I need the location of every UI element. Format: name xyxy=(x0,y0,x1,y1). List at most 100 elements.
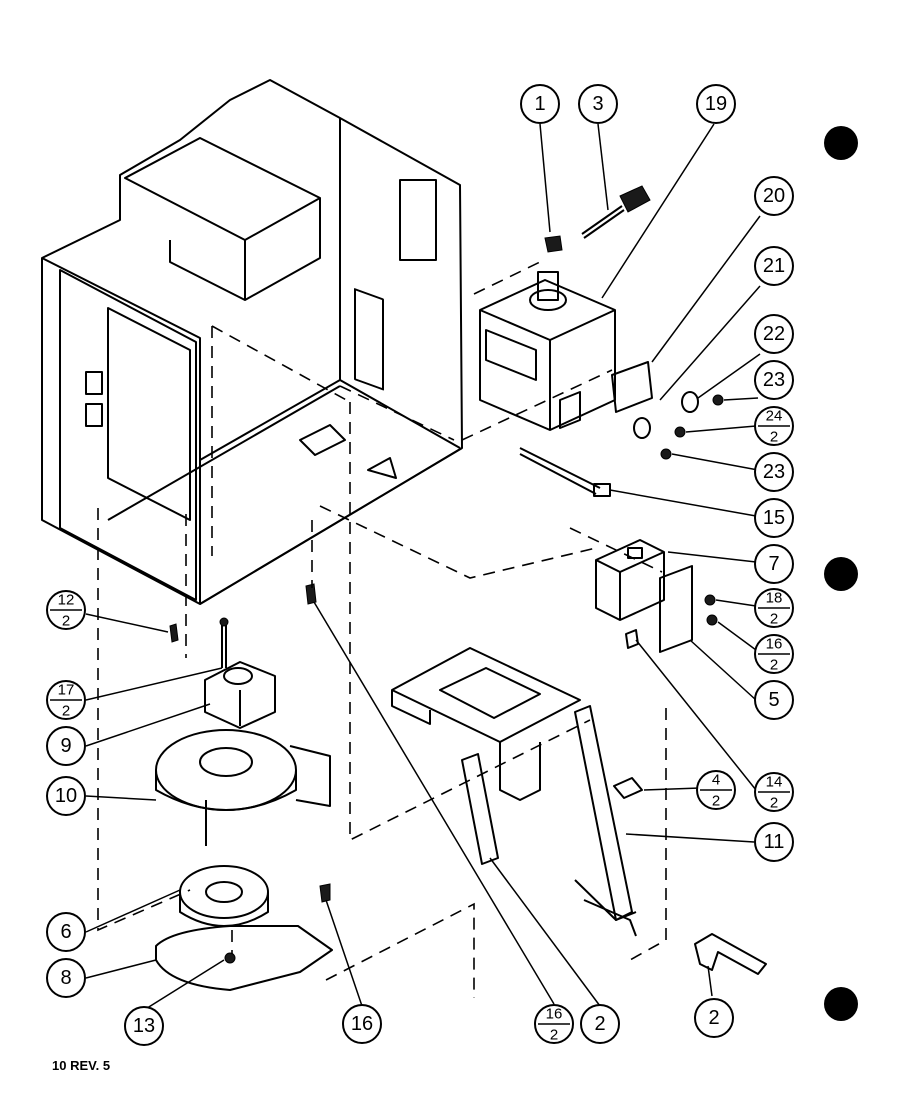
svg-text:16: 16 xyxy=(766,636,783,653)
callout-1: 1 xyxy=(520,84,560,124)
part-15-thermal-strip xyxy=(519,447,611,497)
callout-21: 21 xyxy=(754,246,794,286)
callout-22: 22 xyxy=(754,314,794,354)
svg-text:2: 2 xyxy=(550,1027,558,1044)
magnetron-assembly xyxy=(479,271,616,431)
callout-20: 20 xyxy=(754,176,794,216)
svg-text:23: 23 xyxy=(763,461,785,483)
svg-text:6: 6 xyxy=(60,921,71,943)
part-18-screw xyxy=(704,594,716,606)
callout-2-bracket: 2 xyxy=(694,998,734,1038)
svg-text:4: 4 xyxy=(712,772,720,789)
callout-7: 7 xyxy=(754,544,794,584)
part-11-air-duct xyxy=(391,647,637,937)
punch-hole-top xyxy=(824,126,858,160)
svg-text:18: 18 xyxy=(766,590,783,607)
part-22-ring xyxy=(681,391,699,413)
svg-text:17: 17 xyxy=(58,682,75,699)
svg-text:9: 9 xyxy=(60,735,71,757)
svg-text:2: 2 xyxy=(770,657,778,674)
svg-text:13: 13 xyxy=(133,1015,155,1037)
part-2-bracket xyxy=(694,933,767,975)
part-16-screw-b xyxy=(319,883,331,903)
part-12-screw xyxy=(169,623,179,643)
callout-18-over-2: 18 2 xyxy=(754,588,794,628)
svg-text:8: 8 xyxy=(60,967,71,989)
part-3-connector xyxy=(581,185,651,239)
svg-text:2: 2 xyxy=(770,795,778,812)
svg-text:1: 1 xyxy=(534,93,545,115)
callout-23-upper: 23 xyxy=(754,360,794,400)
svg-text:16: 16 xyxy=(546,1006,563,1023)
callout-17-over-2: 17 2 xyxy=(46,680,86,720)
svg-text:11: 11 xyxy=(764,831,785,853)
part-8-mount-plate xyxy=(155,925,333,991)
callout-2-rail: 2 xyxy=(580,1004,620,1044)
callout-16-over-2-bottom: 16 2 xyxy=(534,1004,574,1044)
part-5-board xyxy=(659,565,693,653)
callout-16-over-2-right: 16 2 xyxy=(754,634,794,674)
callout-3: 3 xyxy=(578,84,618,124)
svg-text:10: 10 xyxy=(55,785,77,807)
part-17-screw xyxy=(219,617,229,668)
svg-text:24: 24 xyxy=(766,408,783,425)
leader-lines xyxy=(85,123,761,1011)
callout-6: 6 xyxy=(46,912,86,952)
part-20-plate xyxy=(611,361,653,413)
part-7-bracket xyxy=(595,539,665,621)
callout-12-over-2: 12 2 xyxy=(46,590,86,630)
svg-text:2: 2 xyxy=(770,429,778,446)
callout-15: 15 xyxy=(754,498,794,538)
callout-13: 13 xyxy=(124,1006,164,1046)
part-16-screw-c xyxy=(305,583,317,605)
callout-8: 8 xyxy=(46,958,86,998)
part-21-ring xyxy=(633,417,651,439)
svg-text:16: 16 xyxy=(351,1013,373,1035)
part-10-fan-housing xyxy=(155,729,331,846)
part-4-spacer xyxy=(613,777,643,799)
callout-24-over-2: 24 2 xyxy=(754,406,794,446)
svg-text:12: 12 xyxy=(58,592,75,609)
part-14-clip xyxy=(625,629,639,649)
part-1-nut xyxy=(544,235,563,253)
punch-hole-middle xyxy=(824,557,858,591)
part-2-rail xyxy=(461,753,499,865)
svg-text:2: 2 xyxy=(770,611,778,628)
svg-text:5: 5 xyxy=(768,689,779,711)
callout-5: 5 xyxy=(754,680,794,720)
callout-11: 11 xyxy=(754,822,794,862)
cabinet-chassis xyxy=(41,79,463,605)
svg-text:2: 2 xyxy=(708,1007,719,1029)
callout-4-over-2: 4 2 xyxy=(696,770,736,810)
part-23-screw-b xyxy=(660,448,672,460)
revision-label: 10 REV. 5 xyxy=(52,1058,111,1073)
svg-text:15: 15 xyxy=(763,507,785,529)
svg-text:2: 2 xyxy=(62,703,70,720)
svg-text:23: 23 xyxy=(763,369,785,391)
callout-14-over-2: 14 2 xyxy=(754,772,794,812)
part-24-screw xyxy=(674,426,686,438)
callout-19: 19 xyxy=(696,84,736,124)
part-23-screw-a xyxy=(712,394,724,406)
svg-text:7: 7 xyxy=(768,553,779,575)
callout-10: 10 xyxy=(46,776,86,816)
svg-text:2: 2 xyxy=(712,793,720,810)
part-16-screw xyxy=(706,614,718,626)
svg-text:14: 14 xyxy=(766,774,783,791)
svg-text:2: 2 xyxy=(594,1013,605,1035)
svg-text:19: 19 xyxy=(705,93,727,115)
assembly-dashed-lines xyxy=(97,261,667,998)
punch-hole-bottom xyxy=(824,987,858,1021)
svg-text:2: 2 xyxy=(62,613,70,630)
svg-text:3: 3 xyxy=(592,93,603,115)
svg-text:21: 21 xyxy=(763,255,785,277)
callout-9: 9 xyxy=(46,726,86,766)
callout-23-lower: 23 xyxy=(754,452,794,492)
svg-text:22: 22 xyxy=(763,323,785,345)
part-6-blower-wheel xyxy=(179,865,269,927)
callout-16: 16 xyxy=(342,1004,382,1044)
part-9-fan-motor xyxy=(204,661,276,729)
svg-text:20: 20 xyxy=(763,185,785,207)
part-13-nut xyxy=(224,952,236,964)
